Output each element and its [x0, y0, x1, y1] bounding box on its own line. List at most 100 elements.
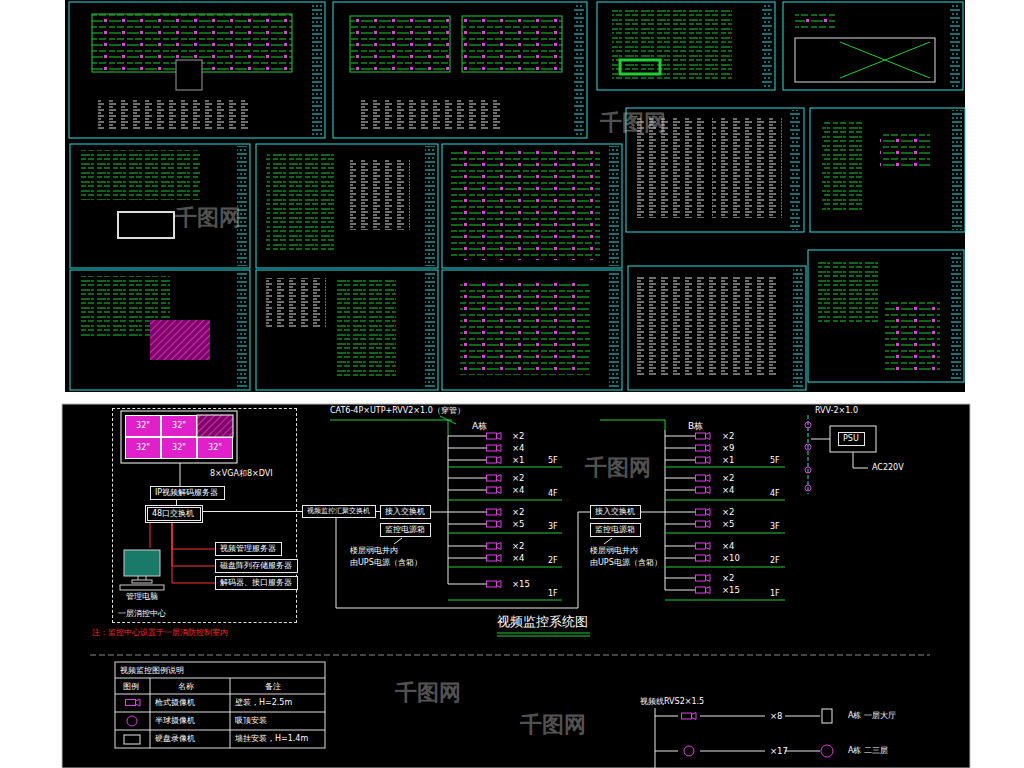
floor-label: 5F: [770, 456, 780, 466]
access-switch: 接入交换机: [380, 505, 431, 519]
watermark: 千图网: [585, 455, 651, 481]
power-box: 监控电源箱: [590, 523, 641, 537]
building-name: A栋: [472, 421, 487, 432]
title-underline-part: [497, 633, 590, 636]
cable-spec: 视频线RVS2×1.5: [640, 697, 704, 707]
thumbnail-sheets-part: [628, 266, 806, 390]
monitor-screen-text: 32": [208, 443, 222, 453]
decoder-box: IP视频解码服务器: [150, 486, 225, 500]
thumbnail-sheets-part: [69, 2, 325, 138]
floor-label: 3F: [770, 522, 780, 532]
floor-label: 2F: [770, 556, 780, 566]
legend-table-part: [115, 678, 325, 730]
management-pc: 管理电脑: [118, 548, 166, 602]
cable-run-icons: [682, 713, 697, 757]
thumbnail-sheets-part: [609, 272, 619, 388]
diagram-panel: [62, 404, 970, 768]
monitor-screen-text: 32": [136, 443, 150, 453]
thumbnail-sheets-part: [266, 278, 326, 328]
camera-icons-b-part: [696, 587, 711, 594]
server-box-text: 视频管理服务器: [220, 544, 276, 554]
psu-wiring-part: [805, 444, 811, 450]
camera-count: ×15: [722, 585, 740, 595]
cable-leader-part: [440, 416, 456, 424]
camera-count: ×2: [722, 473, 735, 483]
thumbnail-sheets-part: [70, 144, 250, 268]
camera-count: ×1: [512, 455, 525, 465]
thumbnail-sheets-part: [609, 146, 619, 266]
camera-count: ×4: [512, 443, 525, 453]
thumbnail-sheets-part: [266, 152, 336, 252]
camera-icons-b-part: [696, 543, 711, 550]
power-box: 监控电源箱: [380, 523, 431, 537]
camera-count: ×8: [770, 711, 783, 721]
camera-count: ×2: [722, 431, 735, 441]
thumbnail-sheets-part: [312, 4, 322, 136]
psu-wiring-part: [805, 422, 811, 428]
camera-count: ×4: [722, 541, 735, 551]
monitor-screen: 32": [161, 437, 197, 459]
thumbnail-sheets-part: [885, 300, 940, 370]
camera-icons-a-part: [487, 521, 502, 528]
thumbnail-sheets-part: [450, 150, 600, 260]
camera-count: ×4: [722, 485, 735, 495]
thumbnail-sheets-part: [460, 280, 590, 375]
camera-count: ×17: [770, 746, 788, 756]
thumbnail-sheets-part: [612, 10, 732, 80]
camera-icons-a-part: [487, 509, 502, 516]
ups-leaders-part: [604, 538, 612, 544]
watermark: 千图网: [600, 110, 666, 136]
thumbnail-sheets-part: [256, 144, 438, 268]
thumbnail-sheets-part: [636, 276, 776, 376]
thumbnail-sheets-part: [150, 320, 210, 360]
legend-table-part: [150, 678, 230, 748]
cable-run-icons-part: [682, 713, 697, 720]
camera-bus-b-part: [665, 430, 666, 590]
thumbnail-sheets-part: [80, 150, 200, 200]
thumbnail-sheets-part: [793, 268, 803, 388]
management-pc-text: 管理电脑: [118, 592, 166, 602]
thumbnail-sheets-part: [808, 250, 964, 382]
thumbnail-sheets-part: [176, 60, 202, 90]
cable-leader: [330, 416, 665, 436]
signal-line: [172, 523, 215, 566]
camera-icons-b-part: [696, 509, 711, 516]
thumbnail-sheets-part: [762, 4, 772, 88]
legend-text: 半球摄像机: [155, 716, 195, 726]
thumbnail-sheets-part: [822, 120, 862, 210]
camera-icons-b-part: [696, 521, 711, 528]
power-box-text: 监控电源箱: [595, 525, 635, 535]
camera-icons-a: [487, 433, 502, 588]
title-underline: [497, 633, 590, 636]
monitor-wall-part: [197, 415, 233, 437]
pc-icon: [120, 550, 164, 590]
thumbnail-sheets-part: [840, 42, 930, 78]
thumbnail-sheets-part: [795, 10, 835, 30]
floor-label: 2F: [548, 556, 558, 566]
server-box: 磁盘阵列存储服务器: [215, 559, 298, 573]
camera-icons-a-part: [487, 487, 502, 494]
thumbnail-sheets-part: [425, 272, 435, 388]
note-text: 注：监控中心设置于一层消防控制室内: [92, 628, 228, 638]
access-switch: 接入交换机: [590, 505, 641, 519]
camera-icons-b-part: [696, 487, 711, 494]
signal-line: [172, 523, 215, 549]
switch-box: 48口交换机: [145, 505, 203, 523]
monitor-wall-part: [121, 411, 237, 463]
watermark: 千图网: [520, 712, 586, 738]
camera-count: ×2: [722, 573, 735, 583]
legend-table: [115, 662, 325, 748]
thumbnail-sheets-part: [880, 130, 930, 170]
thumbnail-sheets-part: [442, 144, 622, 268]
psu-box: PSU: [838, 432, 865, 446]
camera-icons-a-part: [487, 555, 502, 562]
camera-count: ×5: [722, 519, 735, 529]
thumbnail-sheets-part: [350, 160, 410, 230]
camera-icons-a-part: [487, 445, 502, 452]
signal-line: [150, 523, 151, 548]
pc-icon-part: [132, 580, 152, 583]
psu-wiring-part: [805, 467, 811, 473]
